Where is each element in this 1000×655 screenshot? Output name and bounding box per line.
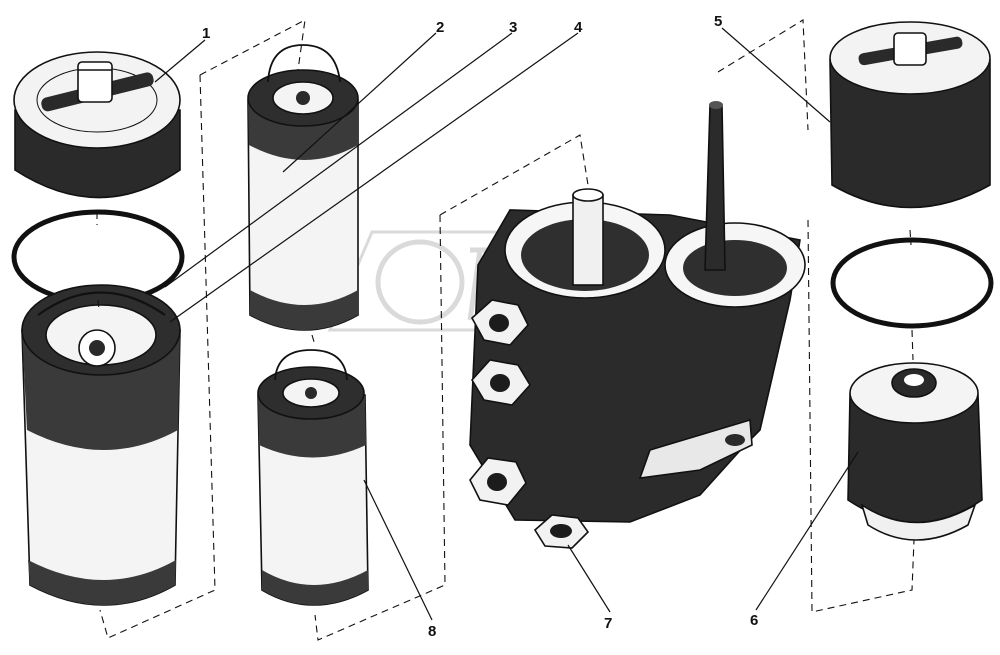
callout-7: 7 xyxy=(604,615,612,632)
small-filter-element xyxy=(847,362,983,541)
callout-3: 3 xyxy=(509,19,517,36)
callout-4: 4 xyxy=(574,19,583,36)
large-filter-cap xyxy=(13,51,181,199)
leader-lines xyxy=(154,27,859,621)
large-filter-element xyxy=(21,284,181,606)
callout-6: 6 xyxy=(750,612,758,629)
small-filter-cap xyxy=(829,21,991,209)
callout-8: 8 xyxy=(428,623,436,640)
callout-2: 2 xyxy=(436,19,444,36)
fine-filter-element-upper xyxy=(247,44,359,331)
filter-housing xyxy=(469,101,806,549)
small-filter-seal-ring xyxy=(830,237,994,329)
fine-filter-element-lower xyxy=(257,349,369,606)
callout-5: 5 xyxy=(714,13,722,30)
assembly-guide-lines xyxy=(96,19,915,641)
callout-1: 1 xyxy=(202,25,210,42)
